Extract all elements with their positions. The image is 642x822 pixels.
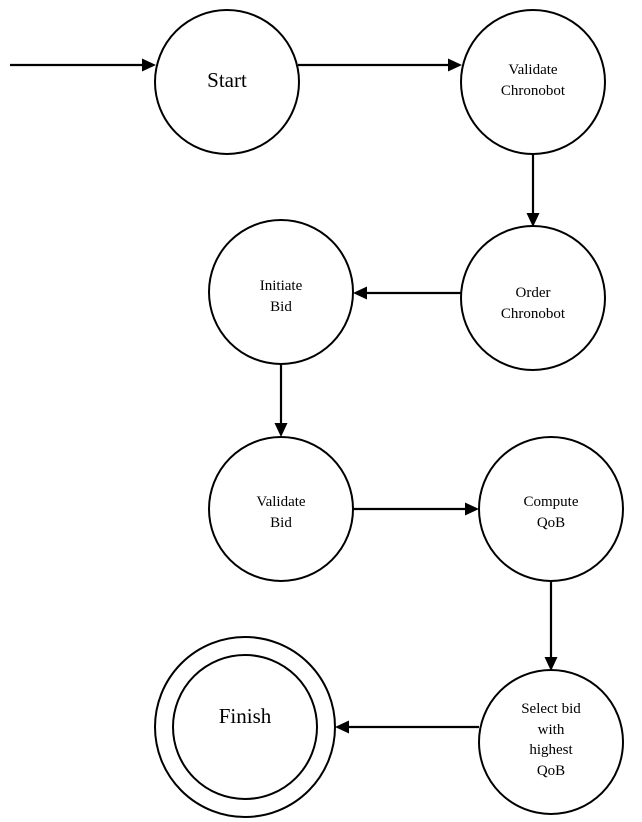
state-start-circle xyxy=(154,9,300,155)
edge-validate-bid-to-compute-qob-arrowhead xyxy=(465,502,479,516)
state-validate-chronobot-label-line-2: Chronobot xyxy=(501,83,566,99)
state-validate-bid-label-line-2: Bid xyxy=(270,515,292,531)
edge-select-bid-to-finish-arrowhead xyxy=(335,720,349,734)
transitions xyxy=(10,58,558,734)
state-start-label: Start xyxy=(207,68,247,92)
edge-order-chronobot-to-initiate-bid-arrowhead xyxy=(353,286,367,300)
state-compute-qob-label-line-2: QoB xyxy=(537,515,565,531)
state-select-bid-label-line-2: with xyxy=(538,722,565,738)
edge-validate-chronobot-to-order-chronobot-arrowhead xyxy=(526,213,540,227)
state-order-chronobot: Order Chronobot xyxy=(460,225,606,371)
edge-compute-qob-to-select-bid-arrowhead xyxy=(544,657,558,671)
state-select-bid-label-line-3: highest xyxy=(529,742,573,758)
state-start: Start xyxy=(154,9,300,155)
state-finish-inner-circle xyxy=(172,654,318,800)
state-validate-bid-label-line-1: Validate xyxy=(256,494,305,510)
state-finish-label: Finish xyxy=(219,704,272,728)
state-compute-qob: Compute QoB xyxy=(478,436,624,582)
state-compute-qob-label-line-1: Compute xyxy=(524,494,579,510)
state-order-chronobot-label-line-2: Chronobot xyxy=(501,306,566,322)
state-initiate-bid-label-line-1: Initiate xyxy=(260,278,303,294)
state-validate-bid: Validate Bid xyxy=(208,436,354,582)
state-select-bid: Select bid with highest QoB xyxy=(478,669,624,815)
state-select-bid-label-line-1: Select bid xyxy=(521,701,581,717)
state-compute-qob-circle xyxy=(478,436,624,582)
edge-start-to-validate-chronobot-arrowhead xyxy=(448,58,462,72)
state-select-bid-circle xyxy=(478,669,624,815)
state-initiate-bid: Initiate Bid xyxy=(208,219,354,365)
edge-initiate-bid-to-validate-bid-arrowhead xyxy=(274,423,288,437)
state-select-bid-label-line-4: QoB xyxy=(537,763,565,779)
state-order-chronobot-circle xyxy=(460,225,606,371)
state-validate-chronobot: Validate Chronobot xyxy=(460,9,606,155)
state-initiate-bid-circle xyxy=(208,219,354,365)
state-validate-bid-circle xyxy=(208,436,354,582)
state-validate-chronobot-label-line-1: Validate xyxy=(508,62,557,78)
state-finish: Finish xyxy=(154,636,336,818)
state-order-chronobot-label-line-1: Order xyxy=(516,285,551,301)
state-initiate-bid-label-line-2: Bid xyxy=(270,299,292,315)
state-validate-chronobot-circle xyxy=(460,9,606,155)
initial-transition-arrowhead xyxy=(142,58,156,72)
